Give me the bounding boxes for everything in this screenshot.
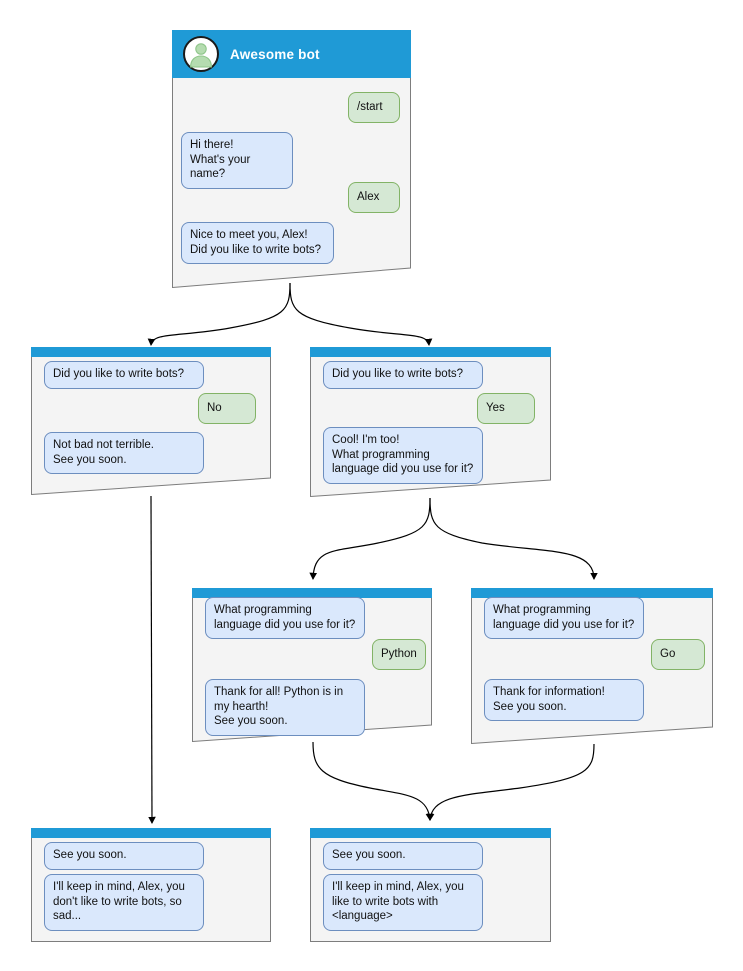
- card-end-yes-messages: See you soon. I'll keep in mind, Alex, y…: [310, 828, 551, 942]
- card-start-messages: /start Hi there! What's your name? Alex …: [172, 30, 411, 288]
- message-bubble-user[interactable]: Go: [651, 639, 705, 670]
- person-avatar-icon: [183, 36, 219, 72]
- card-answer-no-messages: Did you like to write bots? No Not bad n…: [31, 347, 271, 495]
- message-bubble-user[interactable]: No: [198, 393, 256, 424]
- message-bubble-user[interactable]: Alex: [348, 182, 400, 213]
- message-bubble-bot[interactable]: What programming language did you use fo…: [484, 597, 644, 639]
- message-bubble-user[interactable]: Python: [372, 639, 426, 670]
- connector-go-to-end-yes: [426, 743, 595, 821]
- message-bubble-bot[interactable]: Cool! I'm too! What programming language…: [323, 427, 483, 484]
- message-bubble-bot[interactable]: Hi there! What's your name?: [181, 132, 293, 189]
- connector-python-to-end-yes: [312, 741, 434, 821]
- bot-name-label: Awesome bot: [230, 46, 320, 62]
- card-end-no[interactable]: See you soon. I'll keep in mind, Alex, y…: [31, 828, 271, 942]
- card-language-python-header: [192, 588, 432, 598]
- message-bubble-user[interactable]: /start: [348, 92, 400, 123]
- connector-start-to-yes: [289, 282, 433, 346]
- connector-no-to-end-no: [148, 495, 156, 824]
- card-language-python-messages: What programming language did you use fo…: [192, 588, 432, 742]
- message-bubble-bot[interactable]: Did you like to write bots?: [323, 361, 483, 389]
- message-bubble-bot[interactable]: See you soon.: [323, 842, 483, 870]
- card-language-go-header: [471, 588, 713, 598]
- connector-yes-to-python: [309, 497, 431, 580]
- message-bubble-bot[interactable]: Not bad not terrible. See you soon.: [44, 432, 204, 474]
- card-language-python[interactable]: What programming language did you use fo…: [192, 588, 432, 742]
- card-end-no-header: [31, 828, 271, 838]
- card-language-go-messages: What programming language did you use fo…: [471, 588, 713, 744]
- card-language-go[interactable]: What programming language did you use fo…: [471, 588, 713, 744]
- message-bubble-bot[interactable]: What programming language did you use fo…: [205, 597, 365, 639]
- card-end-yes-header: [310, 828, 551, 838]
- card-answer-yes-messages: Did you like to write bots? Yes Cool! I'…: [310, 347, 551, 497]
- message-bubble-bot[interactable]: Nice to meet you, Alex! Did you like to …: [181, 222, 334, 264]
- message-bubble-bot[interactable]: Thank for information! See you soon.: [484, 679, 644, 721]
- message-bubble-bot[interactable]: I'll keep in mind, Alex, you like to wri…: [323, 874, 483, 931]
- connector-yes-to-go: [429, 497, 598, 580]
- card-answer-no[interactable]: Did you like to write bots? No Not bad n…: [31, 347, 271, 495]
- card-answer-no-header: [31, 347, 271, 357]
- message-bubble-bot[interactable]: Did you like to write bots?: [44, 361, 204, 389]
- card-answer-yes[interactable]: Did you like to write bots? Yes Cool! I'…: [310, 347, 551, 497]
- message-bubble-bot[interactable]: I'll keep in mind, Alex, you don't like …: [44, 874, 204, 931]
- message-bubble-bot[interactable]: See you soon.: [44, 842, 204, 870]
- card-end-no-messages: See you soon. I'll keep in mind, Alex, y…: [31, 828, 271, 942]
- message-bubble-user[interactable]: Yes: [477, 393, 535, 424]
- message-bubble-bot[interactable]: Thank for all! Python is in my hearth! S…: [205, 679, 365, 736]
- card-end-yes[interactable]: See you soon. I'll keep in mind, Alex, y…: [310, 828, 551, 942]
- card-start-header: Awesome bot: [172, 30, 411, 78]
- connector-start-to-no: [147, 282, 291, 346]
- card-start[interactable]: Awesome bot /start Hi there! What's your…: [172, 30, 411, 288]
- card-answer-yes-header: [310, 347, 551, 357]
